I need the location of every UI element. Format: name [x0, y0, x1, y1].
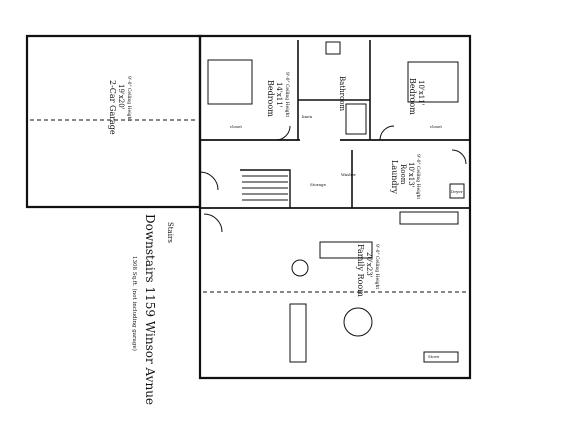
- bathroom-name: Bathroom: [338, 76, 346, 111]
- storage-label: Storage: [310, 182, 327, 187]
- desk: [399, 211, 459, 225]
- stove-label: Stove: [428, 354, 440, 359]
- sink: [325, 41, 341, 55]
- door-laundry: [451, 149, 467, 165]
- stairs: [242, 175, 288, 201]
- door-bed2: [379, 125, 395, 141]
- door-bed1: [275, 125, 291, 141]
- laundry-sub: Room: [399, 164, 407, 185]
- washer-label: Washer: [341, 172, 356, 177]
- bed-2: [407, 61, 459, 103]
- garage-name: 2-Car Garage: [108, 80, 117, 135]
- bedroom2-dims: 10'x11': [417, 80, 425, 106]
- plan-title: Downstairs 1159 Winsor Avnue: [143, 214, 157, 405]
- dryer-label: Dryer: [451, 189, 463, 194]
- house-walls: [198, 34, 472, 380]
- round-table: [343, 307, 373, 337]
- linen-label: linen: [302, 114, 313, 119]
- stairs-label: Stairs: [166, 222, 174, 243]
- closet-label-1: closet: [230, 124, 242, 129]
- side-table: [291, 259, 309, 277]
- family-name: Family Room: [356, 244, 365, 297]
- sofa-top: [319, 241, 373, 259]
- family-dims: 20'x23': [365, 252, 373, 278]
- bedroom2-name: Bedroom: [408, 78, 417, 115]
- laundry-dims: 10'x13': [407, 162, 415, 188]
- bed-1: [207, 59, 253, 105]
- garage-ceiling: 9'-0" Ceiling Height: [126, 76, 132, 121]
- tub: [345, 103, 367, 135]
- dryer: [449, 183, 465, 199]
- bedroom1-ceiling: 9'-0" Ceiling Height: [284, 72, 290, 117]
- sofa-side: [289, 303, 307, 363]
- plan-subtitle: 1308 Sq.ft. (not including garage): [131, 256, 138, 351]
- bedroom1-name: Bedroom: [266, 80, 275, 117]
- door-family: [203, 213, 223, 233]
- garage-dims: 19'x20': [117, 84, 125, 110]
- tv-stand: [423, 351, 459, 363]
- door-garage: [199, 171, 219, 191]
- laundry-ceiling: 9'-0" Ceiling Height: [415, 154, 421, 199]
- closet-label-2: closet: [430, 124, 442, 129]
- stair-wall: [240, 169, 291, 208]
- bedroom1-dims: 14'x11': [275, 82, 283, 108]
- family-ceiling: 9'-0" Ceiling Height: [374, 244, 380, 289]
- laundry-name: Laundry: [390, 160, 399, 194]
